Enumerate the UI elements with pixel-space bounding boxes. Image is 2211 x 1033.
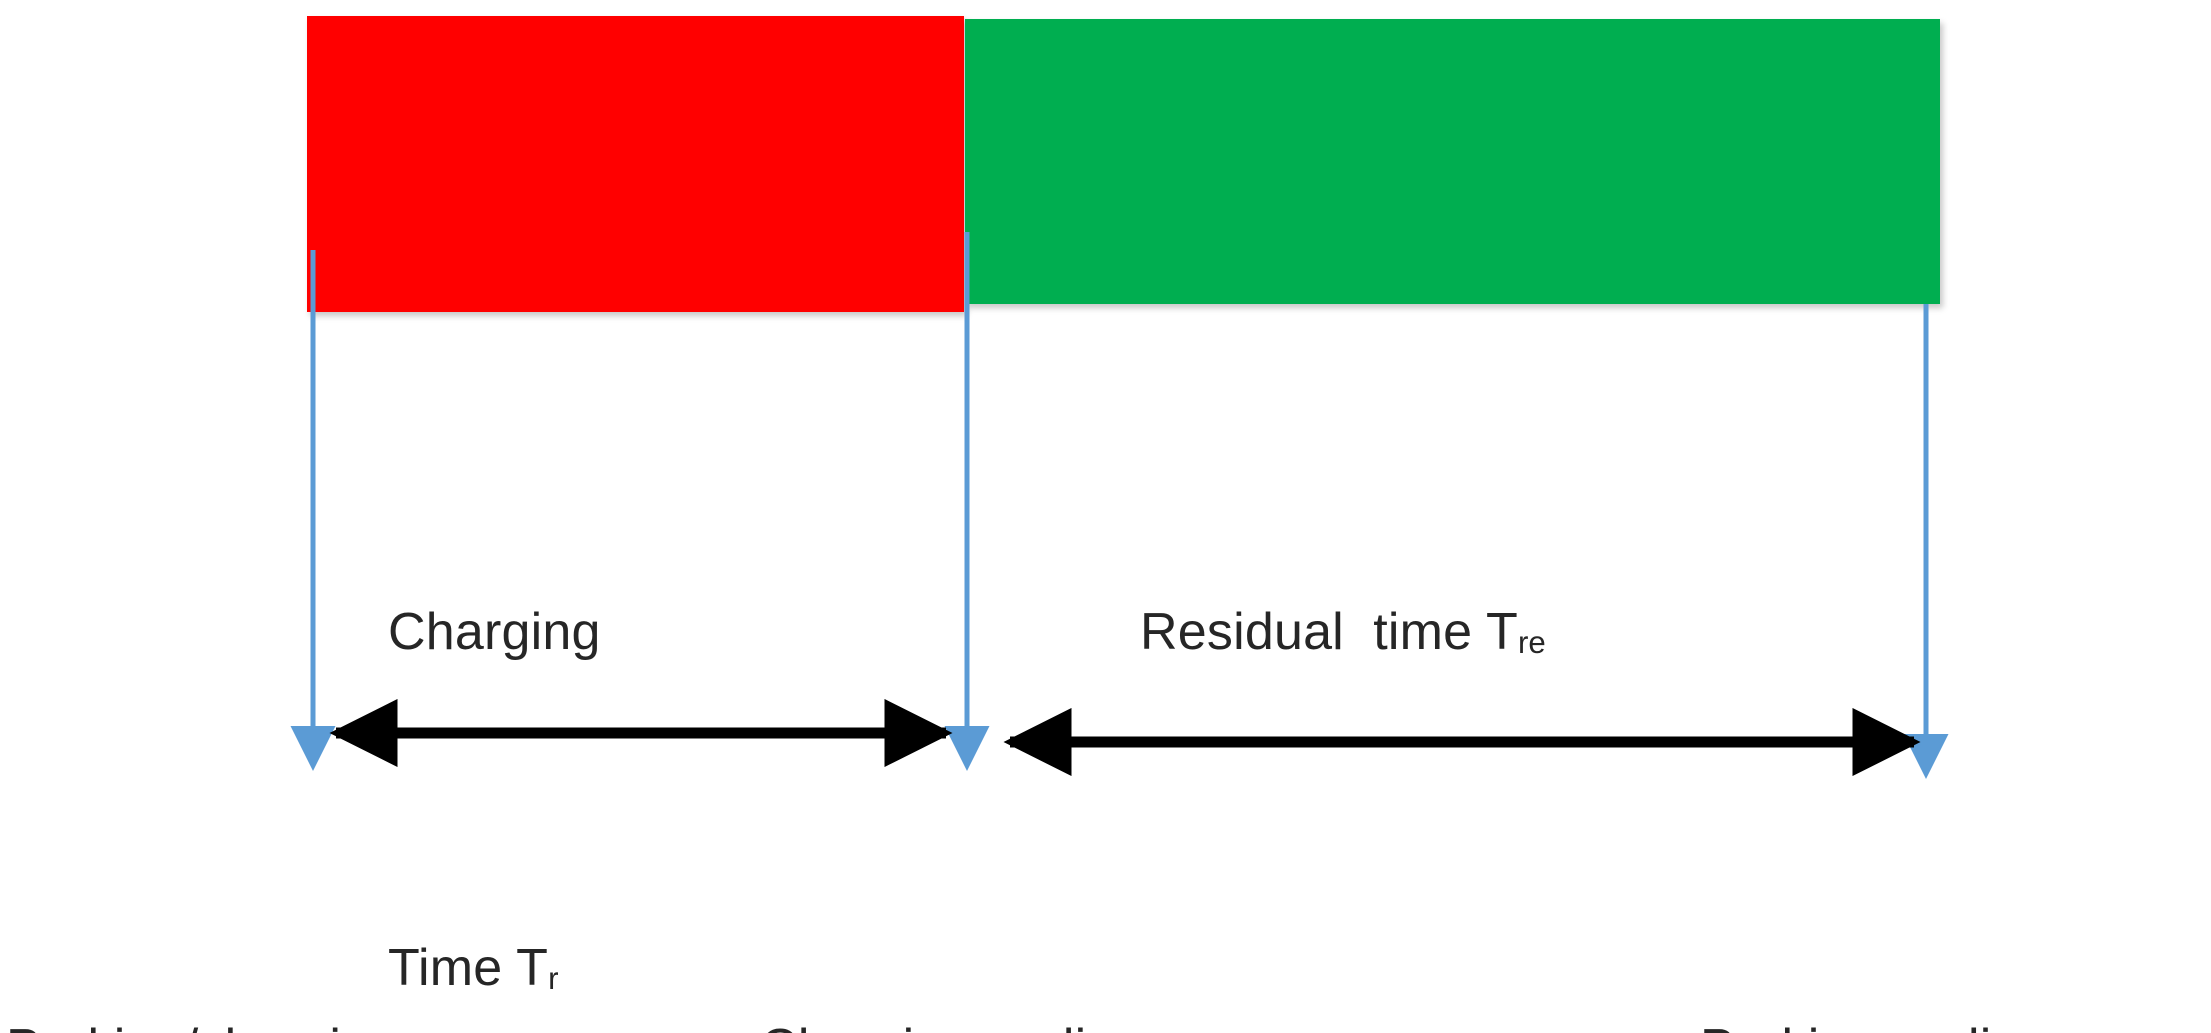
milestone-label-parking-charging-start: Parking/charging starting time Ts	[6, 858, 399, 1033]
residual-caption-text: Residual time T	[1140, 603, 1518, 661]
residual-duration-bar	[965, 19, 1940, 304]
charging-caption-line2: Time Tr	[388, 912, 601, 1031]
residual-caption-subscript: re	[1517, 624, 1546, 660]
milestone-label-parking-end: Parking ending time Tf	[1700, 858, 2050, 1033]
charging-caption-line1: Charging	[388, 603, 601, 661]
milestone-end-line1: Parking ending	[1700, 1010, 2050, 1033]
milestone-label-charging-end: Charging ending time Ti	[760, 858, 1145, 1033]
charging-caption-line2-text: Time T	[388, 939, 549, 997]
milestone-middle-line1: Charging ending	[760, 1010, 1145, 1033]
residual-caption-line1: Residual time Tre	[1140, 576, 1546, 695]
charging-duration-bar	[307, 16, 964, 312]
charging-caption-subscript: r	[548, 960, 559, 996]
residual-time-caption: Residual time Tre	[1140, 352, 1546, 919]
milestone-start-line1: Parking/charging	[6, 1010, 399, 1033]
charging-time-caption: Charging Time Tr	[388, 352, 601, 1033]
